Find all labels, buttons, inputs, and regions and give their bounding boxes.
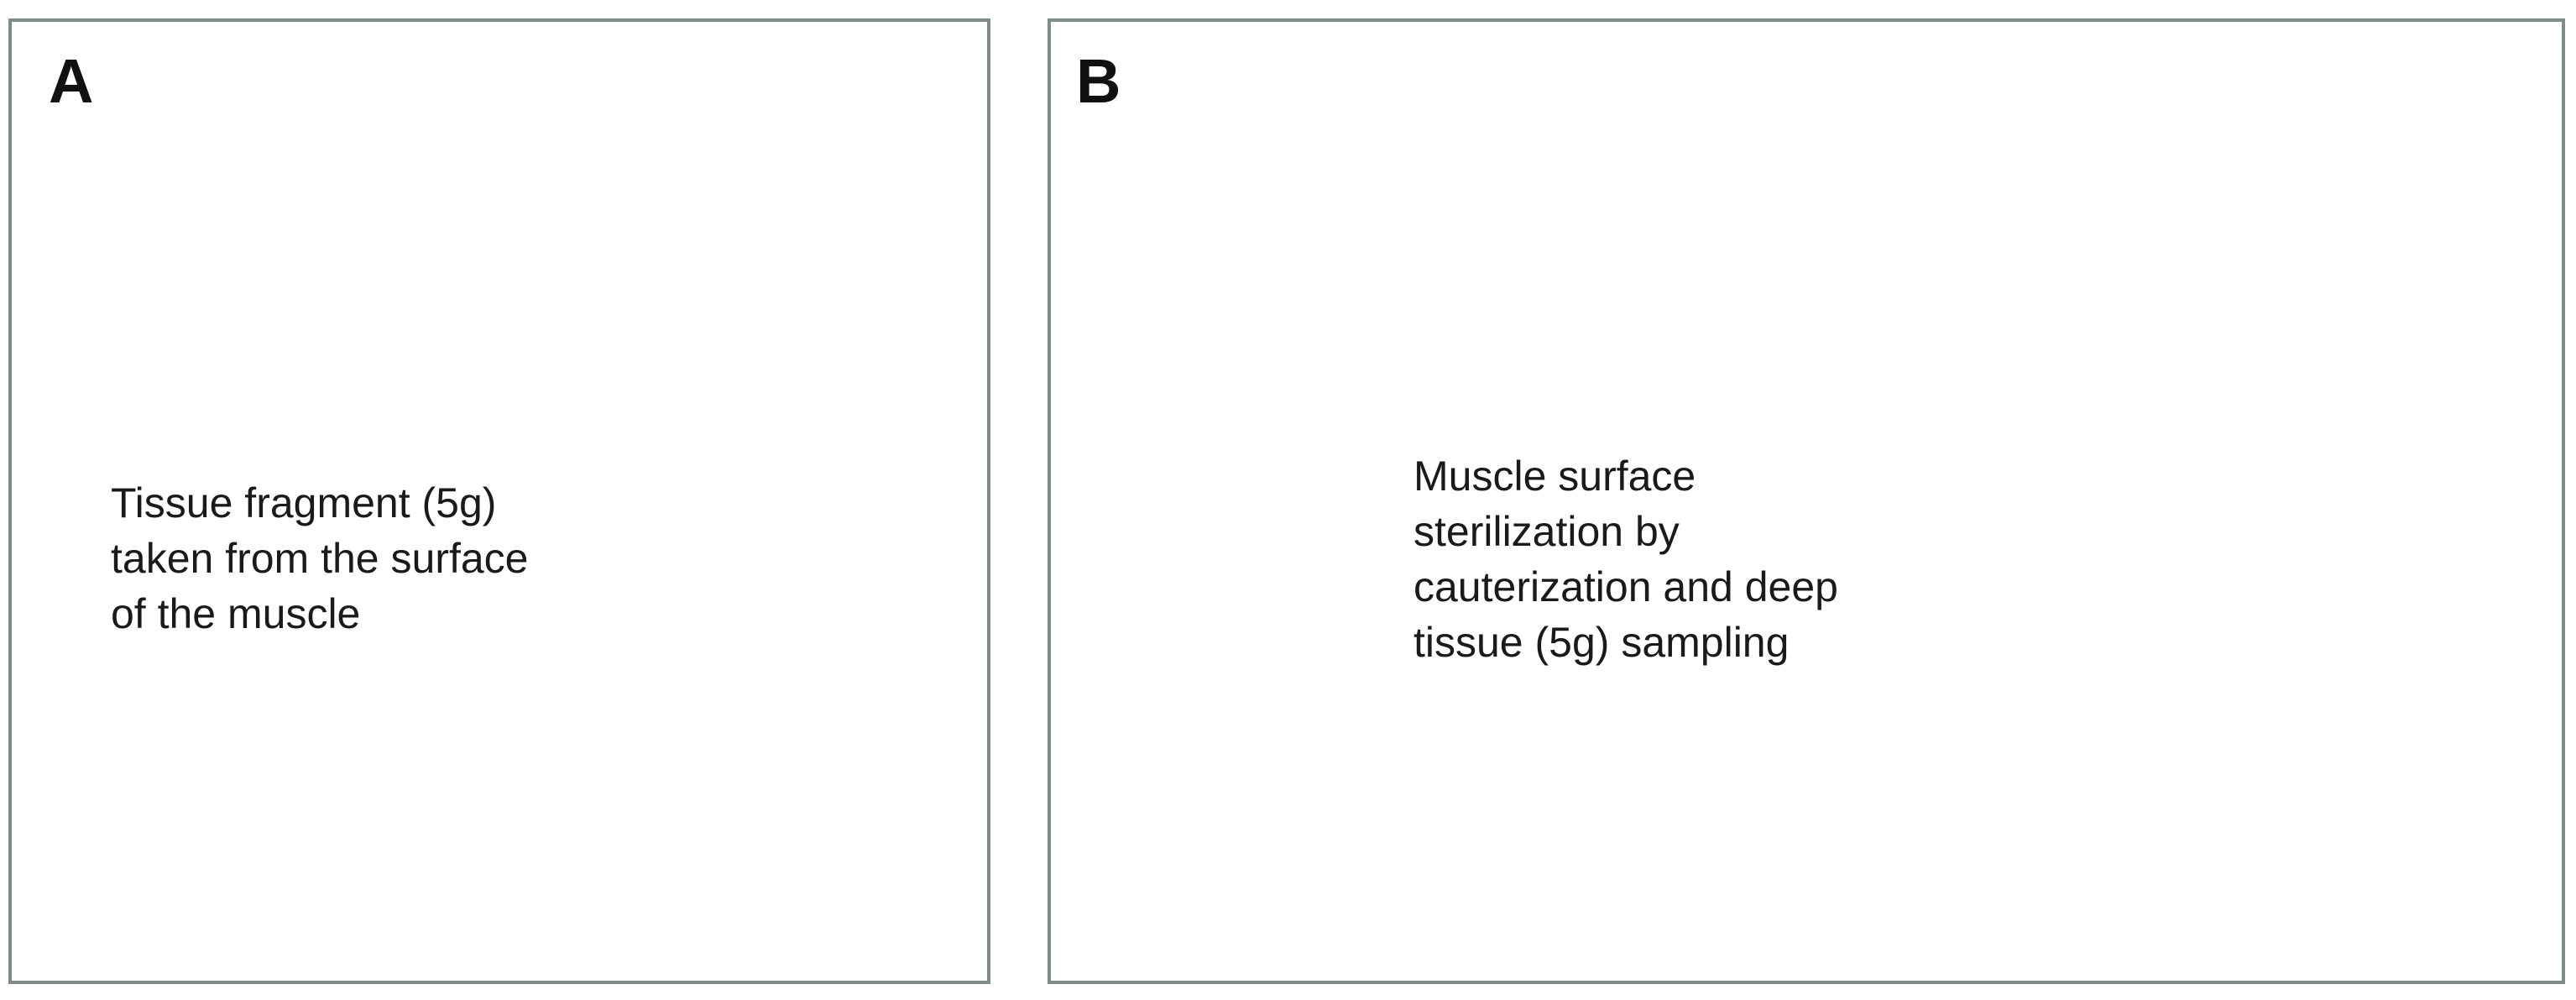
panel-b: B Muscle surface sterilization by cauter… — [1048, 18, 2565, 984]
panel-b-caption: Muscle surface sterilization by cauteriz… — [1413, 453, 1838, 666]
panel-b-label: B — [1076, 46, 1121, 116]
panel-a-caption: Tissue fragment (5g) taken from the surf… — [111, 479, 529, 637]
panel-a-label: A — [49, 46, 94, 116]
panel-a: A Tissue fragment (5g) taken from the su… — [8, 18, 990, 984]
